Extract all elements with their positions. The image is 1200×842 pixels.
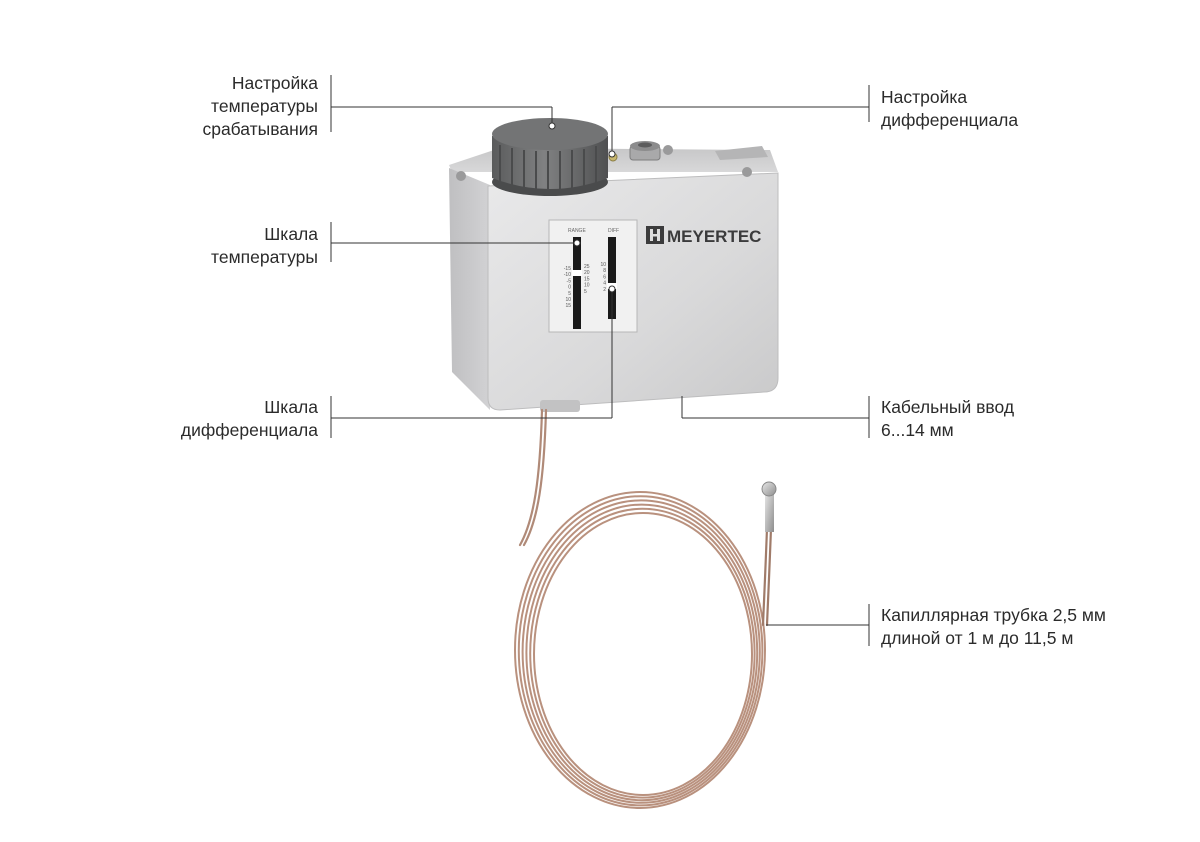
range-left-mark: 10 [565, 297, 571, 303]
range-right-mark: 5 [584, 289, 587, 295]
capillary-coil [521, 499, 761, 804]
callout-temp-scale-line-1: Шкала [264, 224, 318, 244]
range-right-mark: 20 [584, 270, 590, 276]
screw-icon [456, 171, 466, 181]
diff-mark: 2 [603, 287, 606, 293]
setpoint-knob [492, 136, 608, 189]
callout-setpoint: Настройка температуры срабатывания [202, 72, 318, 141]
brand-name: MEYERTEC [667, 227, 761, 246]
callout-capillary-line-1: Капиллярная трубка 2,5 мм [881, 605, 1106, 625]
screw-icon [663, 145, 673, 155]
capillary-coil [533, 512, 753, 796]
range-left-mark: -15 [564, 266, 571, 272]
range-left-mark: 15 [565, 303, 571, 309]
callout-diff-scale: Шкала дифференциала [181, 396, 318, 442]
scale-window [548, 219, 638, 333]
housing-side [449, 168, 490, 410]
sensor-bulb [765, 490, 774, 532]
capillary-coil [514, 491, 766, 809]
callout-capillary-line-2: длиной от 1 м до 11,5 м [881, 628, 1074, 648]
callout-setpoint-line-1: Настройка [231, 73, 318, 93]
leader-lines [330, 75, 870, 646]
callout-temp-scale-line-2: температуры [211, 247, 318, 267]
diff-mark: 4 [603, 281, 606, 287]
callout-temp-scale: Шкала температуры [211, 223, 318, 269]
range-right-mark: 25 [584, 264, 590, 270]
range-left-mark: -10 [564, 272, 571, 278]
callout-capillary: Капиллярная трубка 2,5 мм длиной от 1 м … [881, 604, 1106, 650]
range-left-mark: -5 [567, 278, 572, 284]
diff-label: DIFF [608, 228, 619, 234]
sensor-bulb-tip [761, 481, 777, 497]
callout-cable-entry: Кабельный ввод 6...14 мм [881, 396, 1014, 442]
capillary-coil [529, 507, 756, 799]
callout-cable-entry-line-1: Кабельный ввод [881, 397, 1015, 417]
callout-diff-scale-line-2: дифференциала [180, 420, 318, 440]
callout-differential-adjust: Настройка дифференциала [881, 86, 1018, 132]
diff-mark: 10 [600, 262, 606, 268]
diff-mark: 6 [603, 274, 606, 280]
range-slot [573, 237, 581, 329]
capillary-tube [514, 408, 777, 809]
range-label: RANGE [568, 228, 586, 234]
callout-differential-adjust-line-1: Настройка [881, 87, 968, 107]
callout-diff-scale-line-1: Шкала [264, 397, 318, 417]
capillary-coil [525, 503, 759, 802]
brand-logo: MEYERTEC [646, 226, 761, 246]
capillary-coil [517, 495, 764, 807]
callout-cable-entry-line-2: 6...14 мм [881, 420, 954, 440]
range-left-mark: 5 [568, 291, 571, 297]
range-left-mark: 0 [568, 285, 571, 291]
range-right-mark: 10 [584, 283, 590, 289]
callout-setpoint-line-2: температуры [211, 96, 318, 116]
diff-mark: 8 [603, 268, 606, 274]
range-right-mark: 15 [584, 276, 590, 282]
callout-setpoint-line-3: срабатывания [202, 119, 318, 139]
callout-differential-adjust-line-2: дифференциала [881, 110, 1019, 130]
diff-slot [608, 237, 616, 319]
screw-icon [742, 167, 752, 177]
